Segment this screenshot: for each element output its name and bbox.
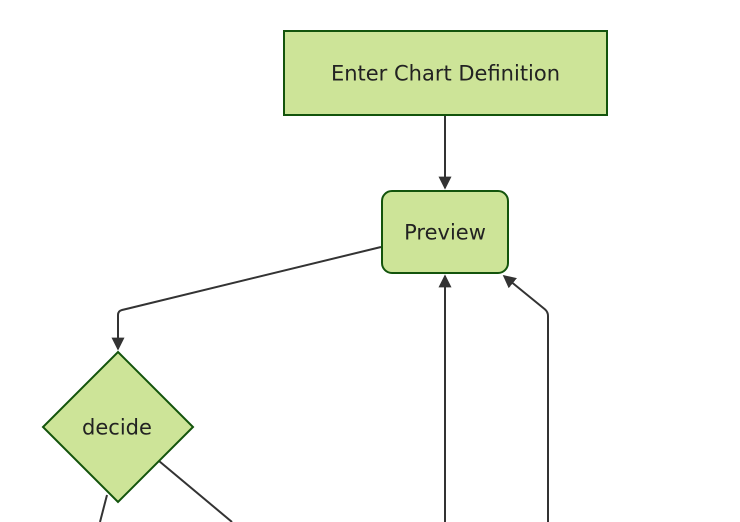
enter-chart-definition-label: Enter Chart Definition [331, 62, 560, 86]
node-preview: Preview [381, 190, 509, 274]
edge-decide-to-offscreen-bottom-left [99, 494, 108, 522]
preview-label: Preview [404, 221, 486, 245]
decide-label: decide [82, 416, 152, 440]
node-enter-chart-definition: Enter Chart Definition [283, 30, 608, 116]
enter-chart-definition-box [283, 30, 608, 116]
decide-diamond [41, 350, 195, 504]
edge-preview-to-decide [111, 246, 382, 351]
edge-layer [99, 115, 549, 522]
node-decide: decide [41, 350, 195, 504]
preview-box [381, 190, 509, 274]
edge-offscreen-bottom-right-to-preview [502, 274, 549, 522]
edge-decide-to-offscreen-bottom-right [158, 460, 233, 522]
